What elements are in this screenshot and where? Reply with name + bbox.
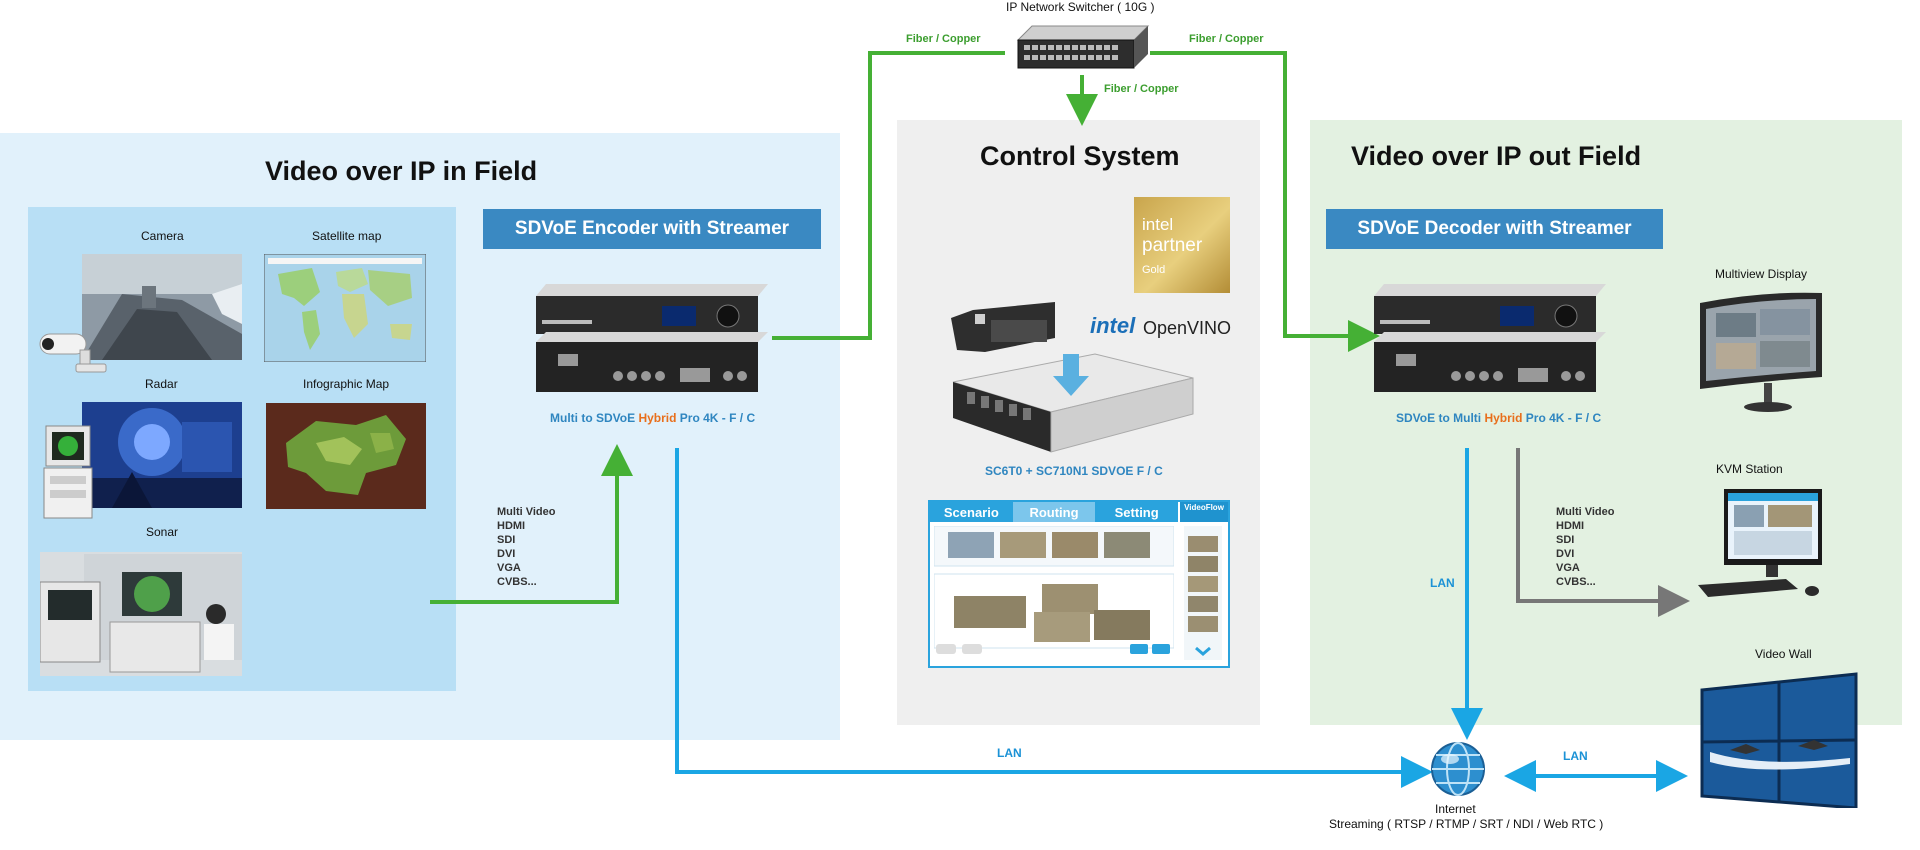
sonar-station-image [40,552,242,676]
videoflow-brand: VideoFlow [1180,502,1228,522]
line-decoder-to-kvm [1516,448,1690,617]
lan-label-bottom: LAN [997,746,1022,760]
multiview-display-label: Multiview Display [1715,267,1808,281]
infographic-map-image [266,403,426,509]
tab-scenario[interactable]: Scenario [943,504,999,520]
source-label-radar: Radar [145,377,178,391]
control-system-title: Control System [980,141,1180,171]
link-label-fiber-down: Fiber / Copper [1104,83,1179,95]
line-switch-to-decoder [1150,51,1380,352]
layout-sidebar [1184,526,1222,660]
multiview-display-icon [1700,292,1822,412]
switch-title: IP Network Switcher ( 10G ) [1006,0,1155,14]
control-model-label: SC6T0 + SC710N1 SDVOE F / C [985,464,1163,478]
out-field-title: Video over IP out Field [1351,141,1642,171]
satellite-map-image [264,254,426,362]
tab-setting[interactable]: Setting [1114,504,1159,520]
line-encoder-to-switch [772,51,1005,340]
intel-partner-badge: intel partner Gold [1134,197,1230,293]
network-switch-icon [1016,25,1150,69]
camera-feed-image [82,254,242,360]
streaming-protocols-label: Streaming ( RTSP / RTMP / SRT / NDI / We… [1329,817,1604,831]
routing-thumbnails [934,526,1174,654]
lan-label-decoder: LAN [1430,576,1455,590]
kvm-station-label: KVM Station [1716,462,1783,476]
link-label-fiber-right: Fiber / Copper [1189,33,1264,45]
line-sources-to-encoder [430,444,633,604]
intel-logo: intel [1090,313,1136,338]
lan-label-wall: LAN [1563,749,1588,763]
source-label-infographic-map: Infographic Map [303,377,390,391]
control-server-icon [951,302,1194,453]
radar-console-icon [43,425,93,519]
videoflow-ui-screen: Scenario Routing Setting VideoFlow [928,500,1230,668]
encoder-device-icon [536,284,768,392]
source-label-sonar: Sonar [146,525,179,539]
link-label-fiber-left: Fiber / Copper [906,33,981,45]
security-camera-icon [39,333,107,373]
internet-globe-icon [1431,742,1485,796]
decoder-device-icon [1374,284,1606,392]
tab-routing[interactable]: Routing [1012,502,1096,522]
kvm-station-icon [1698,489,1822,597]
video-wall-label: Video Wall [1755,647,1812,661]
video-wall-icon [1700,672,1858,808]
radar-room-image [82,402,242,508]
source-label-camera: Camera [141,229,184,243]
decoder-model-label: SDVoE to Multi Hybrid Pro 4K - F / C [1396,411,1602,425]
encoder-banner: SDVoE Encoder with Streamer [483,209,821,249]
source-label-satellite-map: Satellite map [312,229,382,243]
openvino-logo: OpenVINO [1143,318,1232,338]
in-field-title: Video over IP in Field [265,156,538,186]
decoder-banner: SDVoE Decoder with Streamer [1326,209,1663,249]
line-lan-bottom [675,448,1433,788]
internet-label: Internet [1435,802,1476,816]
encoder-model-label: Multi to SDVoE Hybrid Pro 4K - F / C [550,411,756,425]
